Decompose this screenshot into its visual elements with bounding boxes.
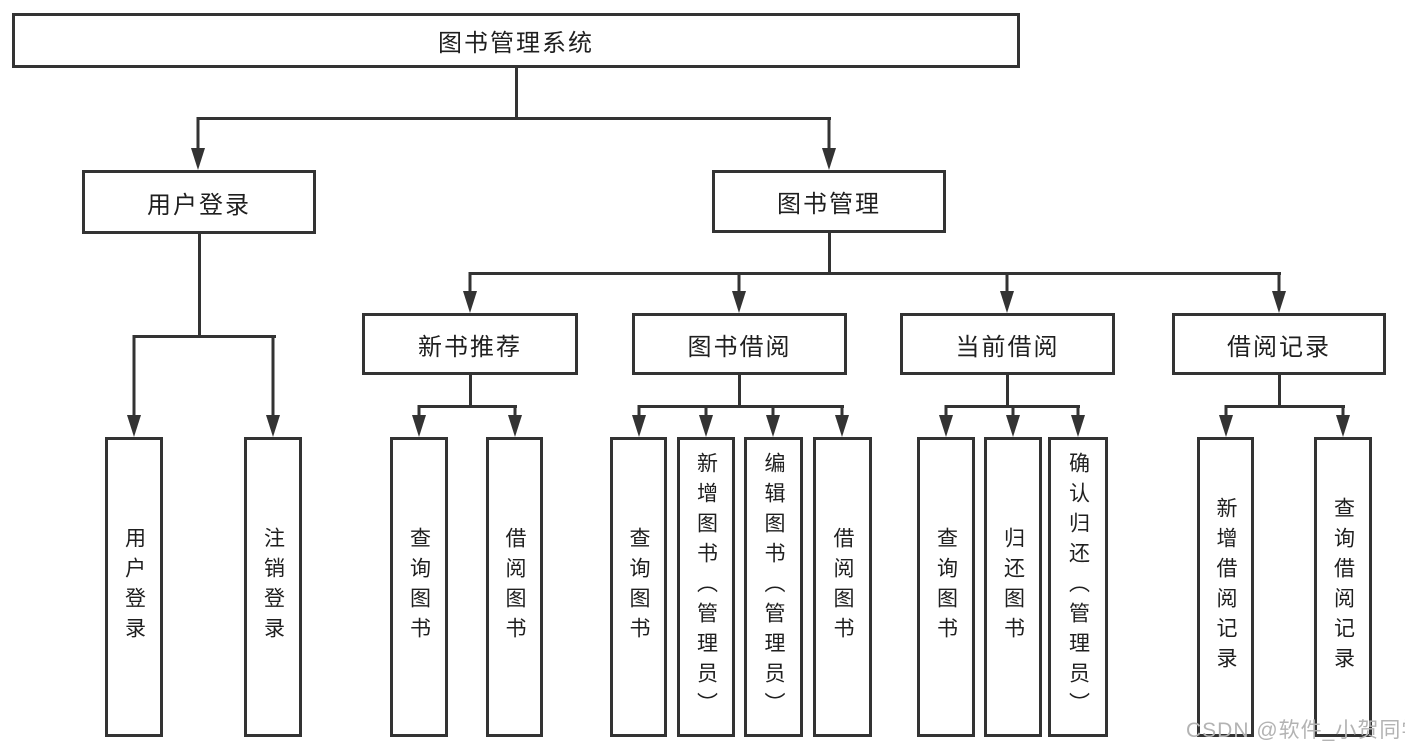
- down-arrow-icon: [699, 405, 713, 437]
- leaf-user-login-label: 用户登录: [122, 527, 146, 647]
- node-current-borrowing: 当前借阅: [900, 313, 1115, 375]
- node-root: 图书管理系统: [12, 13, 1020, 68]
- node-borrowing-records: 借阅记录: [1172, 313, 1386, 375]
- down-arrow-icon: [1272, 272, 1286, 313]
- down-arrow-icon: [266, 335, 280, 437]
- leaf-new-borrow-books-label: 借阅图书: [503, 527, 526, 647]
- down-arrow-icon: [939, 405, 953, 437]
- connector-level2-hbar: [197, 117, 831, 120]
- leaf-current-confirm-return-admin: 确认归还（管理员）: [1048, 437, 1108, 737]
- leaf-current-query-books-label: 查询图书: [934, 527, 958, 647]
- leaf-new-borrow-books: 借阅图书: [486, 437, 543, 737]
- leaf-records-query-record-label: 查询借阅记录: [1331, 497, 1355, 677]
- leaf-borrow-borrow-books: 借阅图书: [813, 437, 872, 737]
- leaf-borrow-add-books-admin-label: 新增图书（管理员）: [694, 452, 718, 722]
- down-arrow-icon: [1336, 405, 1350, 437]
- leaf-records-query-record: 查询借阅记录: [1314, 437, 1372, 737]
- leaf-current-return-books-label: 归还图书: [1001, 527, 1025, 647]
- down-arrow-icon: [412, 405, 426, 437]
- down-arrow-icon: [1071, 405, 1085, 437]
- leaf-borrow-query-books: 查询图书: [610, 437, 667, 737]
- connector-level3-hbar: [469, 272, 1281, 275]
- node-borrowing-records-label: 借阅记录: [1227, 333, 1331, 361]
- leaf-records-add-record: 新增借阅记录: [1197, 437, 1254, 737]
- leaf-borrow-borrow-books-label: 借阅图书: [831, 527, 854, 647]
- connector-bookborrow-stem: [738, 375, 741, 405]
- leaf-borrow-query-books-label: 查询图书: [627, 527, 650, 647]
- leaf-logout: 注销登录: [244, 437, 302, 737]
- connector-root-stem: [515, 68, 518, 117]
- leaf-logout-label: 注销登录: [261, 527, 285, 647]
- node-book-borrowing-label: 图书借阅: [687, 333, 792, 361]
- down-arrow-icon: [191, 117, 205, 170]
- node-book-management: 图书管理: [712, 170, 946, 233]
- connector-currentborrow-stem: [1006, 375, 1009, 405]
- connector-bookborrow-hbar: [638, 405, 844, 408]
- down-arrow-icon: [822, 117, 836, 170]
- connector-newbooks-stem: [469, 375, 472, 405]
- leaf-current-return-books: 归还图书: [984, 437, 1042, 737]
- node-new-book-recommend-label: 新书推荐: [418, 333, 522, 361]
- node-user-login: 用户登录: [82, 170, 316, 234]
- node-current-borrowing-label: 当前借阅: [955, 333, 1060, 361]
- down-arrow-icon: [1006, 405, 1020, 437]
- leaf-borrow-edit-books-admin-label: 编辑图书（管理员）: [762, 452, 785, 722]
- csdn-watermark: CSDN @软件_小贺同学: [1186, 719, 1405, 742]
- down-arrow-icon: [835, 405, 849, 437]
- connector-userlogin-stem: [198, 234, 201, 335]
- leaf-new-query-books: 查询图书: [390, 437, 448, 737]
- node-user-login-label: 用户登录: [147, 191, 251, 219]
- down-arrow-icon: [632, 405, 646, 437]
- connector-records-stem: [1278, 375, 1281, 405]
- leaf-borrow-add-books-admin: 新增图书（管理员）: [677, 437, 735, 737]
- down-arrow-icon: [463, 272, 477, 313]
- connector-userlogin-hbar: [133, 335, 276, 338]
- down-arrow-icon: [732, 272, 746, 313]
- connector-newbooks-hbar: [418, 405, 517, 408]
- connector-bookmgmt-stem: [828, 232, 831, 272]
- leaf-borrow-edit-books-admin: 编辑图书（管理员）: [744, 437, 803, 737]
- leaf-user-login: 用户登录: [105, 437, 163, 737]
- down-arrow-icon: [766, 405, 780, 437]
- leaf-current-confirm-return-admin-label: 确认归还（管理员）: [1066, 452, 1090, 722]
- node-book-borrowing: 图书借阅: [632, 313, 847, 375]
- leaf-new-query-books-label: 查询图书: [407, 527, 431, 647]
- leaf-records-add-record-label: 新增借阅记录: [1214, 497, 1237, 677]
- leaf-current-query-books: 查询图书: [917, 437, 975, 737]
- connector-records-hbar: [1225, 405, 1345, 408]
- down-arrow-icon: [1219, 405, 1233, 437]
- down-arrow-icon: [1000, 272, 1014, 313]
- down-arrow-icon: [127, 335, 141, 437]
- node-new-book-recommend: 新书推荐: [362, 313, 578, 375]
- down-arrow-icon: [508, 405, 522, 437]
- node-root-label: 图书管理系统: [438, 30, 594, 57]
- node-book-management-label: 图书管理: [777, 191, 881, 218]
